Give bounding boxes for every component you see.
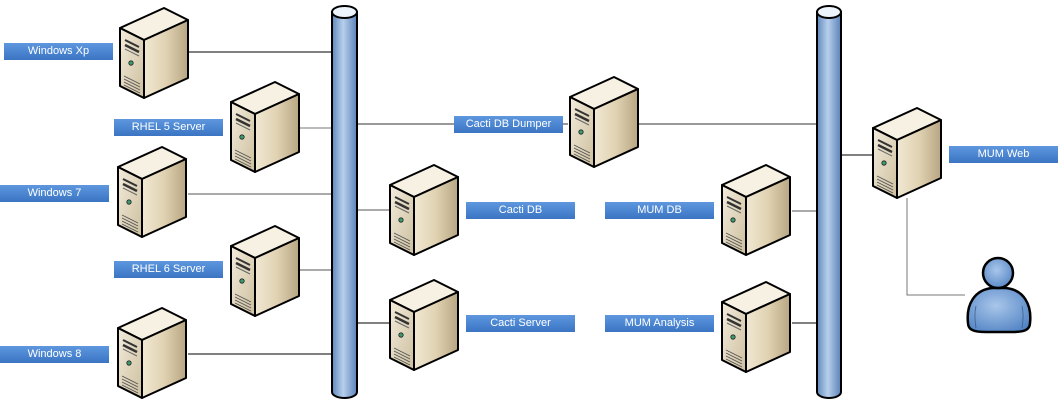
- server-tower-icon-mum-analysis[interactable]: [720, 280, 792, 374]
- link-user: [906, 198, 965, 296]
- label-windows-7: Windows 7: [0, 185, 109, 202]
- user-icon[interactable]: [966, 256, 1032, 334]
- server-tower-icon-windows-xp[interactable]: [118, 6, 190, 100]
- server-tower-icon-cacti-server[interactable]: [388, 278, 460, 372]
- bus-left: [331, 5, 358, 399]
- server-tower-icon-mum-web[interactable]: [871, 106, 943, 200]
- server-tower-icon-mum-db[interactable]: [720, 163, 792, 257]
- server-tower-icon-cacti-db[interactable]: [388, 163, 460, 257]
- label-cacti-server: Cacti Server: [466, 315, 575, 332]
- server-tower-icon-windows-8[interactable]: [116, 306, 188, 400]
- server-tower-icon-rhel-6-server[interactable]: [229, 224, 301, 318]
- label-mum-db: MUM DB: [605, 202, 714, 219]
- label-rhel-5-server: RHEL 5 Server: [114, 119, 223, 136]
- label-cacti-db-dumper: Cacti DB Dumper: [454, 116, 563, 133]
- label-windows-8: Windows 8: [0, 346, 109, 363]
- server-tower-icon-cacti-db-dumper[interactable]: [568, 75, 640, 169]
- label-cacti-db: Cacti DB: [466, 202, 575, 219]
- server-tower-icon-rhel-5-server[interactable]: [229, 80, 301, 174]
- label-mum-analysis: MUM Analysis: [605, 315, 714, 332]
- label-mum-web: MUM Web: [949, 146, 1058, 163]
- label-rhel-6-server: RHEL 6 Server: [114, 261, 223, 278]
- bus-right: [816, 5, 842, 399]
- label-windows-xp: Windows Xp: [4, 43, 113, 60]
- server-tower-icon-windows-7[interactable]: [116, 145, 188, 239]
